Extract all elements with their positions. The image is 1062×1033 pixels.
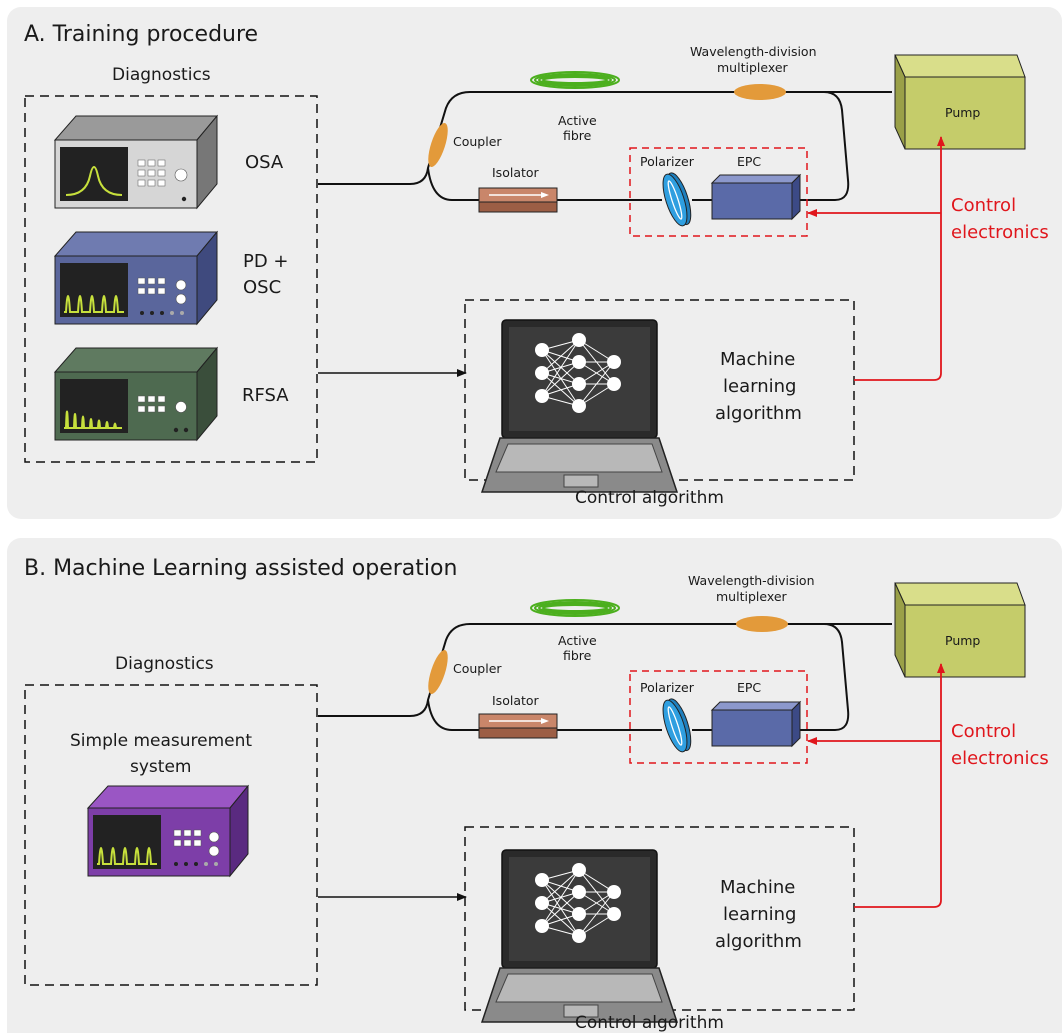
- polarizer-component: [657, 169, 697, 230]
- control-electronics-label-2: electronics: [951, 222, 1049, 243]
- panel-b: B. Machine Learning assisted operation D…: [24, 556, 1049, 1033]
- pulse-train-icon: [64, 295, 124, 313]
- epc-label-b: EPC: [737, 680, 761, 695]
- panel-a: A. Training procedure Diagnostics OSA: [24, 22, 1049, 508]
- control-to-pump-arrow-b: [854, 663, 945, 908]
- simple-measurement-label-2: system: [130, 757, 191, 777]
- active-fibre-label-b-2: fibre: [563, 648, 592, 663]
- isolator-label-b: Isolator: [492, 693, 540, 708]
- polarizer-label-b: Polarizer: [640, 680, 695, 695]
- control-to-pump-arrow: [854, 136, 945, 381]
- rfsa-instrument: [53, 346, 219, 442]
- active-fibre-label-b-1: Active: [558, 633, 597, 648]
- wdm-component-b: [736, 616, 788, 632]
- pulse-train-icon-b: [97, 847, 157, 865]
- panel-a-title: A. Training procedure: [24, 22, 258, 47]
- pump-label-b: Pump: [945, 633, 980, 648]
- coupler-label-b: Coupler: [453, 661, 502, 676]
- laser-cavity-a: [318, 91, 892, 201]
- control-electronics-label-b-2: electronics: [951, 748, 1049, 769]
- pump-component-b: [894, 582, 1026, 678]
- osc-instrument: [53, 230, 219, 326]
- coupler-component: [428, 123, 448, 167]
- active-fibre-label-2: fibre: [563, 128, 592, 143]
- laser-cavity-b: [318, 623, 892, 731]
- ml-label-b-2: learning: [723, 904, 796, 925]
- wdm-label-b-2: multiplexer: [716, 589, 788, 604]
- isolator-component: [478, 187, 558, 213]
- active-fibre-coil-b: [530, 599, 620, 617]
- wdm-label-b-1: Wavelength-division: [688, 573, 815, 588]
- coupler-component-b: [428, 650, 448, 694]
- epc-component: [711, 174, 801, 220]
- osa-label: OSA: [245, 152, 284, 173]
- control-electronics-label-1: Control: [951, 195, 1016, 216]
- laptop-neural-network-icon: [481, 319, 678, 493]
- polarization-control-box-b: [629, 670, 808, 764]
- diagnostics-box: [24, 95, 318, 463]
- wdm-component: [734, 84, 786, 100]
- active-fibre-coil: [530, 71, 620, 89]
- epc-label: EPC: [737, 154, 761, 169]
- coupler-label: Coupler: [453, 134, 502, 149]
- control-algorithm-label: Control algorithm: [575, 488, 724, 508]
- ml-label-2: learning: [723, 376, 796, 397]
- control-electronics-label-b-1: Control: [951, 721, 1016, 742]
- panel-b-title: B. Machine Learning assisted operation: [24, 556, 457, 581]
- diagnostics-box-b: [24, 684, 318, 986]
- active-fibre-label-1: Active: [558, 113, 597, 128]
- pd-osc-label-1: PD +: [243, 251, 289, 272]
- polarization-control-box: [629, 147, 808, 237]
- rfsa-label: RFSA: [242, 385, 289, 406]
- gaussian-spectrum-icon: [65, 166, 123, 196]
- diagnostics-label: Diagnostics: [112, 65, 211, 85]
- wdm-label-1: Wavelength-division: [690, 44, 817, 59]
- ml-label-b-1: Machine: [720, 877, 795, 898]
- rf-spectrum-icon: [64, 410, 122, 429]
- polarizer-component-b: [657, 695, 697, 756]
- simple-measurement-label-1: Simple measurement: [70, 731, 252, 751]
- osa-instrument: [53, 114, 219, 210]
- pump-component: [894, 54, 1026, 150]
- wdm-label-2: multiplexer: [717, 60, 789, 75]
- isolator-component-b: [478, 713, 558, 739]
- ml-label-3: algorithm: [715, 403, 802, 424]
- diagnostics-label-b: Diagnostics: [115, 654, 214, 674]
- isolator-label: Isolator: [492, 165, 540, 180]
- epc-component-b: [711, 701, 801, 747]
- laptop-neural-network-icon-b: [481, 849, 678, 1023]
- pd-osc-label-2: OSC: [243, 277, 281, 298]
- ml-label-1: Machine: [720, 349, 795, 370]
- pump-label: Pump: [945, 105, 980, 120]
- ml-label-b-3: algorithm: [715, 931, 802, 952]
- simple-measurement-instrument: [86, 784, 250, 878]
- polarizer-label: Polarizer: [640, 154, 695, 169]
- control-algorithm-label-b: Control algorithm: [575, 1013, 724, 1033]
